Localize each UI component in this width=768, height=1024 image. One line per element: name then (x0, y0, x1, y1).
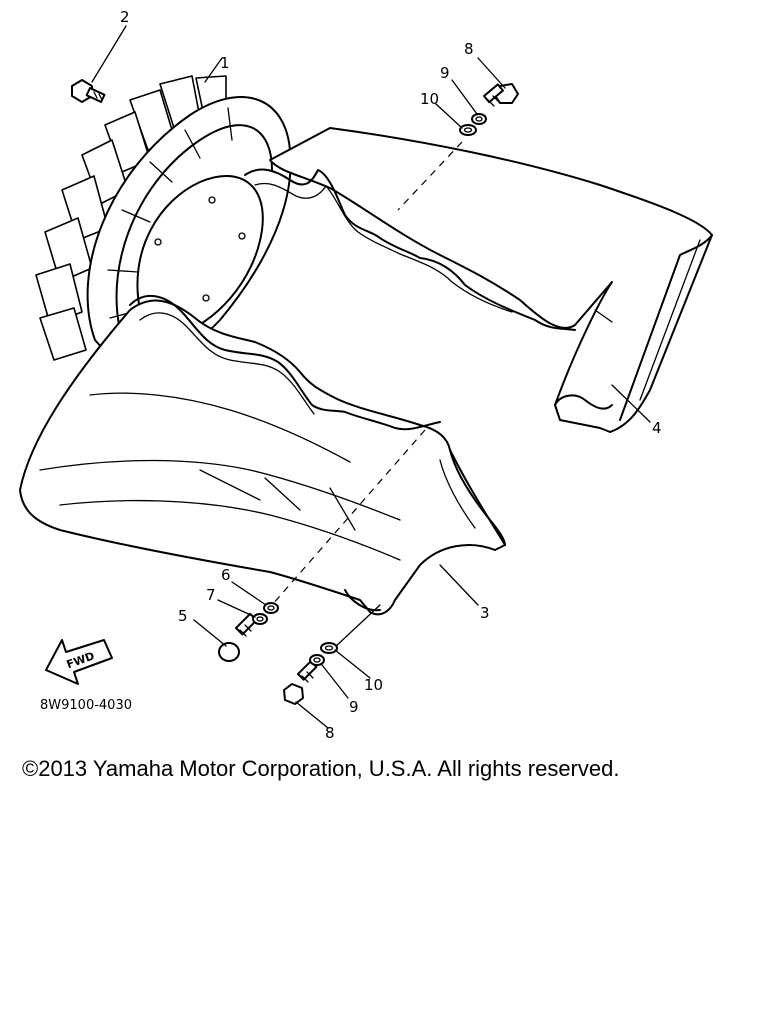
callout-2: 2 (120, 8, 130, 26)
bolt-part-8-bottom (283, 660, 318, 705)
callout-3: 3 (480, 604, 490, 622)
bolt-part-8-top (483, 83, 519, 107)
callout-9-bottom: 9 (349, 698, 359, 716)
washer-part-10-bottom (320, 642, 338, 654)
fwd-arrow-icon: FWD (45, 639, 113, 685)
exploded-parts-diagram: FWD 2 1 8 9 10 4 3 6 7 5 10 9 8 8W9100-4… (19, 8, 713, 740)
leader-lines (91, 25, 651, 729)
callout-8-top: 8 (464, 40, 474, 58)
part-code: 8W9100-4030 (40, 698, 132, 713)
lower-cover (19, 295, 506, 616)
assembly-line-right (333, 604, 381, 649)
callout-5: 5 (178, 607, 188, 625)
callout-7: 7 (206, 586, 216, 604)
copyright-notice: ©2013 Yamaha Motor Corporation, U.S.A. A… (22, 756, 620, 781)
washer-part-10-top (459, 124, 477, 136)
washer-part-7 (252, 613, 268, 625)
washer-part-6 (263, 602, 279, 614)
callout-6: 6 (221, 566, 231, 584)
bolt-part-5 (218, 612, 258, 662)
callout-10-top: 10 (420, 90, 439, 108)
lock-washer-part-9-bottom (309, 654, 325, 666)
flywheel-fan (35, 75, 292, 370)
callout-10-bottom: 10 (364, 676, 383, 694)
bolt-part-2 (71, 79, 106, 104)
lock-washer-part-9-top (471, 113, 487, 125)
upper-cover (244, 127, 713, 433)
callout-1: 1 (220, 54, 230, 72)
callout-4: 4 (652, 419, 662, 437)
callout-9-top: 9 (440, 64, 450, 82)
assembly-line-top (397, 141, 463, 211)
callout-8-bottom: 8 (325, 724, 335, 740)
